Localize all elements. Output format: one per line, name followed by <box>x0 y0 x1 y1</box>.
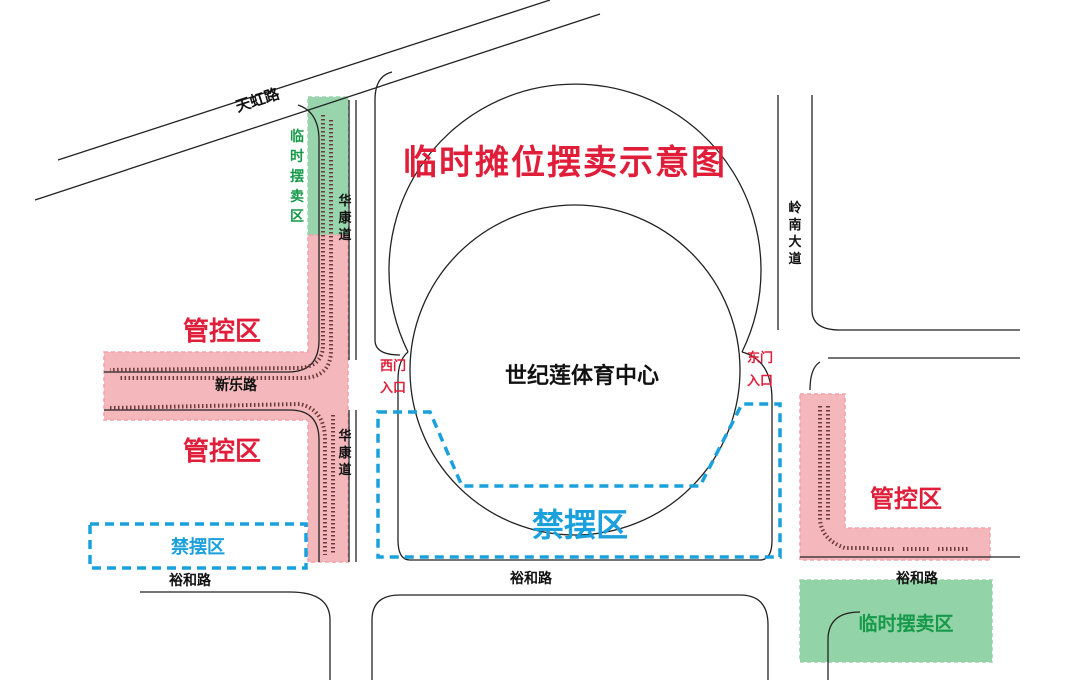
stall-markers <box>109 115 968 555</box>
zone-label-control-3: 管控区 <box>870 485 942 513</box>
road-label-tianhong: 天虹路 <box>233 84 282 115</box>
stall-row-xinle-lower <box>109 401 327 555</box>
zone-label-control-1: 管控区 <box>183 317 261 347</box>
block-se-edge <box>809 361 821 391</box>
gate-west-line-1: 西门 <box>380 358 406 374</box>
noselling-zone-left <box>88 522 308 570</box>
gate-east-line-2: 入口 <box>747 374 773 389</box>
huakang-left-edge-upper <box>104 104 320 373</box>
zone-label-noselling-center: 禁摆区 <box>532 506 628 544</box>
road-label-huakang-top: 华康道 <box>338 193 352 243</box>
lingnan-east-edge <box>811 95 1020 331</box>
temp-vertical-char-4: 卖 <box>290 188 304 205</box>
lingnan-char-4: 道 <box>788 251 801 267</box>
huakang-bottom-char-1: 华 <box>338 428 351 444</box>
map-title: 临时摊位摆卖示意图 <box>403 143 727 183</box>
noselling-zone-center <box>376 402 782 559</box>
temp-vertical-char-5: 区 <box>290 209 304 225</box>
stadium-lower-left <box>397 351 773 561</box>
lingnan-char-2: 南 <box>788 217 801 233</box>
road-label-yuhe-right: 裕和路 <box>895 570 939 587</box>
tianhong-road-edge-lower <box>34 13 601 201</box>
temp-vertical-char-2: 时 <box>290 148 304 165</box>
labels-layer: 临时摊位摆卖示意图 世纪莲体育中心 天虹路 新乐路 裕和路 裕和路 裕和路 管控… <box>168 84 954 635</box>
stall-row-east-a <box>818 406 870 550</box>
yuhe-left-upper <box>140 591 331 680</box>
roads-layer <box>34 0 1020 680</box>
gate-labels: 西门 入口 东门 入口 <box>380 350 773 396</box>
xinle-lower-edge <box>104 409 320 562</box>
lingnan-char-1: 岭 <box>788 200 801 216</box>
road-label-yuhe-left: 裕和路 <box>168 572 212 589</box>
temp-vertical-char-1: 临 <box>290 128 304 145</box>
stall-row-huakang-b <box>120 120 333 380</box>
yuhe-center-lower <box>371 594 769 680</box>
lingnan-char-3: 大 <box>788 234 801 250</box>
temp-zone-bottom <box>799 579 993 663</box>
zone-label-temp-bottom: 临时摆卖区 <box>858 612 953 635</box>
stadium-inner-circle <box>409 204 741 536</box>
zone-label-temp-vertical: 临 时 摆 卖 区 <box>290 128 304 225</box>
control-zone-left <box>103 234 349 563</box>
huakang-bottom-char-3: 道 <box>338 462 351 478</box>
huakang-top-char-1: 华 <box>338 193 351 209</box>
gate-east-line-1: 东门 <box>747 350 773 366</box>
zone-label-control-2: 管控区 <box>183 437 261 467</box>
huakang-top-char-3: 道 <box>338 227 351 243</box>
venue-name: 世纪莲体育中心 <box>505 363 659 389</box>
road-label-huakang-bottom: 华康道 <box>338 428 352 478</box>
huakang-bottom-char-2: 康 <box>338 445 352 461</box>
noselling-layer <box>88 402 782 570</box>
zone-label-noselling-left: 禁摆区 <box>171 536 225 558</box>
stadium-outer-ring <box>388 83 762 353</box>
temp-vertical-char-3: 摆 <box>290 168 304 185</box>
lower-right-curve <box>827 611 861 680</box>
block-nw-edge <box>374 71 401 356</box>
road-label-xinle: 新乐路 <box>215 377 258 394</box>
tianhong-road-edge-upper <box>57 0 551 161</box>
gate-west-line-2: 入口 <box>380 381 406 396</box>
road-label-yuhe-center: 裕和路 <box>509 570 553 587</box>
huakang-top-char-2: 康 <box>338 210 352 226</box>
